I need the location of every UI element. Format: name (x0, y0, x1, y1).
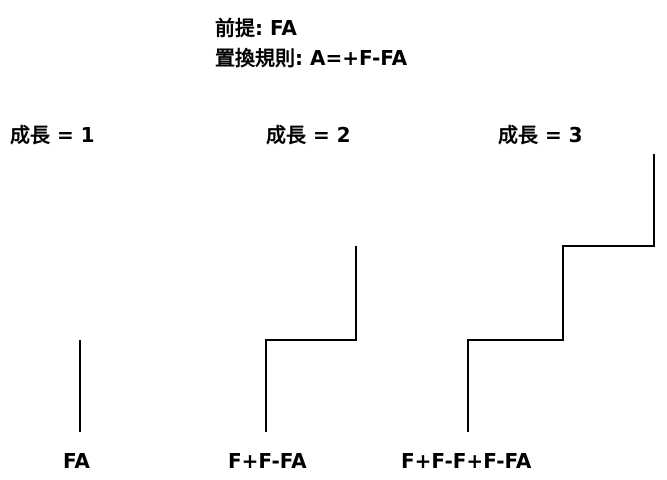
rule-text: 置換規則: A=+F-FA (215, 46, 408, 70)
premise-text: 前提: FA (215, 16, 297, 40)
stage-2-string: F+F-FA (228, 449, 307, 473)
stage-1-string: FA (63, 449, 90, 473)
stage-3-label: 成長 = 3 (498, 123, 583, 147)
stage-3-string: F+F-F+F-FA (401, 449, 532, 473)
stage-1-label: 成長 = 1 (10, 123, 95, 147)
stage-2-path (265, 246, 357, 432)
stage-3-path (467, 154, 655, 432)
stage-2-label: 成長 = 2 (266, 123, 351, 147)
